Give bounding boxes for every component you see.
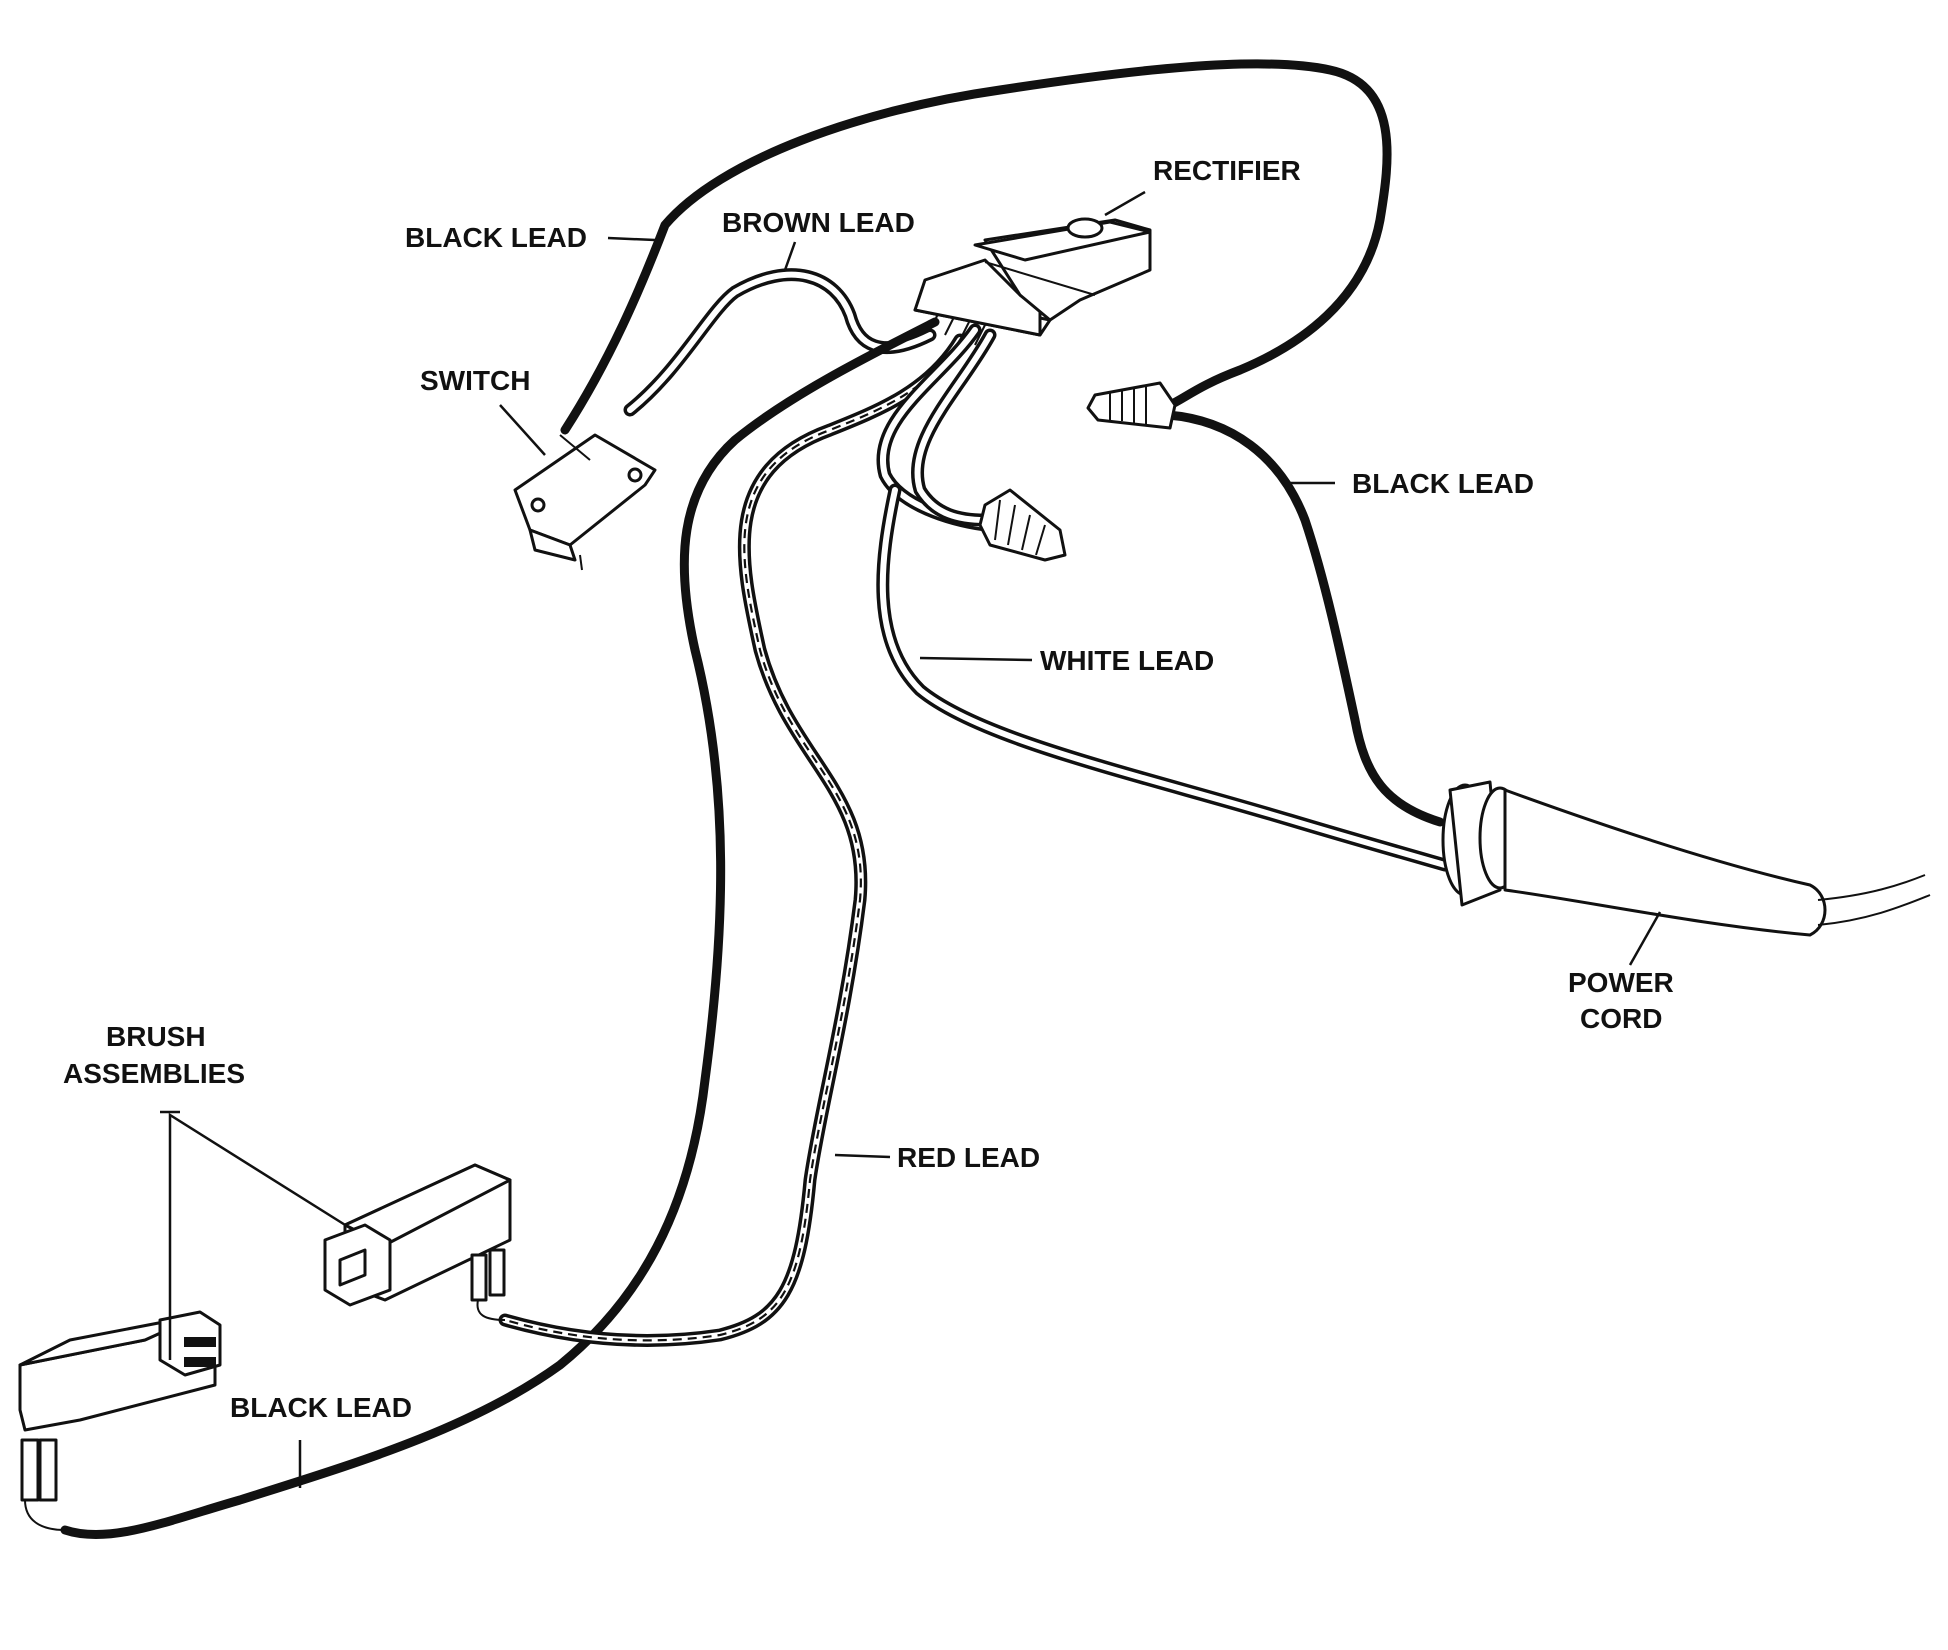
rectifier-lead-b-core <box>914 332 993 523</box>
brush-assemblies-label-line2: ASSEMBLIES <box>63 1058 245 1089</box>
power-cord-leader <box>1628 911 1662 966</box>
power-cord-label-line2: CORD <box>1580 1003 1662 1034</box>
power-cord-label-line1: POWER <box>1568 967 1674 998</box>
brush-assemblies-label-line1: BRUSH <box>106 1021 206 1052</box>
brown-lead-label: BROWN LEAD <box>722 207 915 238</box>
white-lead-wire-core <box>879 487 1448 868</box>
power-cord <box>1441 780 1931 937</box>
brown-lead-wire-core <box>627 271 933 413</box>
black-lead-top-leader <box>607 236 656 242</box>
black-lead-loop-wire <box>560 59 1392 435</box>
rectifier-leader <box>1104 190 1146 217</box>
red-lead-leader <box>834 1153 891 1159</box>
rectifier-label: RECTIFIER <box>1153 155 1301 186</box>
wire-nut-right <box>1086 381 1177 430</box>
brush-assembly-upper <box>323 1163 512 1321</box>
switch-leader <box>499 404 546 456</box>
black-lead-top-label: BLACK LEAD <box>405 222 587 253</box>
brush-assemblies-leader <box>168 1112 351 1360</box>
black-lead-right-label: BLACK LEAD <box>1352 468 1534 499</box>
white-lead-wire <box>876 483 1452 872</box>
black-lead-cord-wire <box>1163 410 1445 827</box>
switch <box>513 433 657 571</box>
wire-nut-middle <box>978 488 1067 562</box>
white-lead-label: WHITE LEAD <box>1040 645 1214 676</box>
switch-label: SWITCH <box>420 365 530 396</box>
red-lead-wire-pattern <box>504 339 961 1342</box>
brown-lead-wire <box>623 268 937 417</box>
brush-assembly-lower <box>18 1310 222 1531</box>
red-lead-label: RED LEAD <box>897 1142 1040 1173</box>
white-lead-leader <box>919 656 1033 662</box>
black-lead-brush-wire <box>60 317 940 1540</box>
black-lead-bottom-label: BLACK LEAD <box>230 1392 412 1423</box>
brown-lead-leader <box>783 241 797 271</box>
rectifier <box>913 217 1152 346</box>
